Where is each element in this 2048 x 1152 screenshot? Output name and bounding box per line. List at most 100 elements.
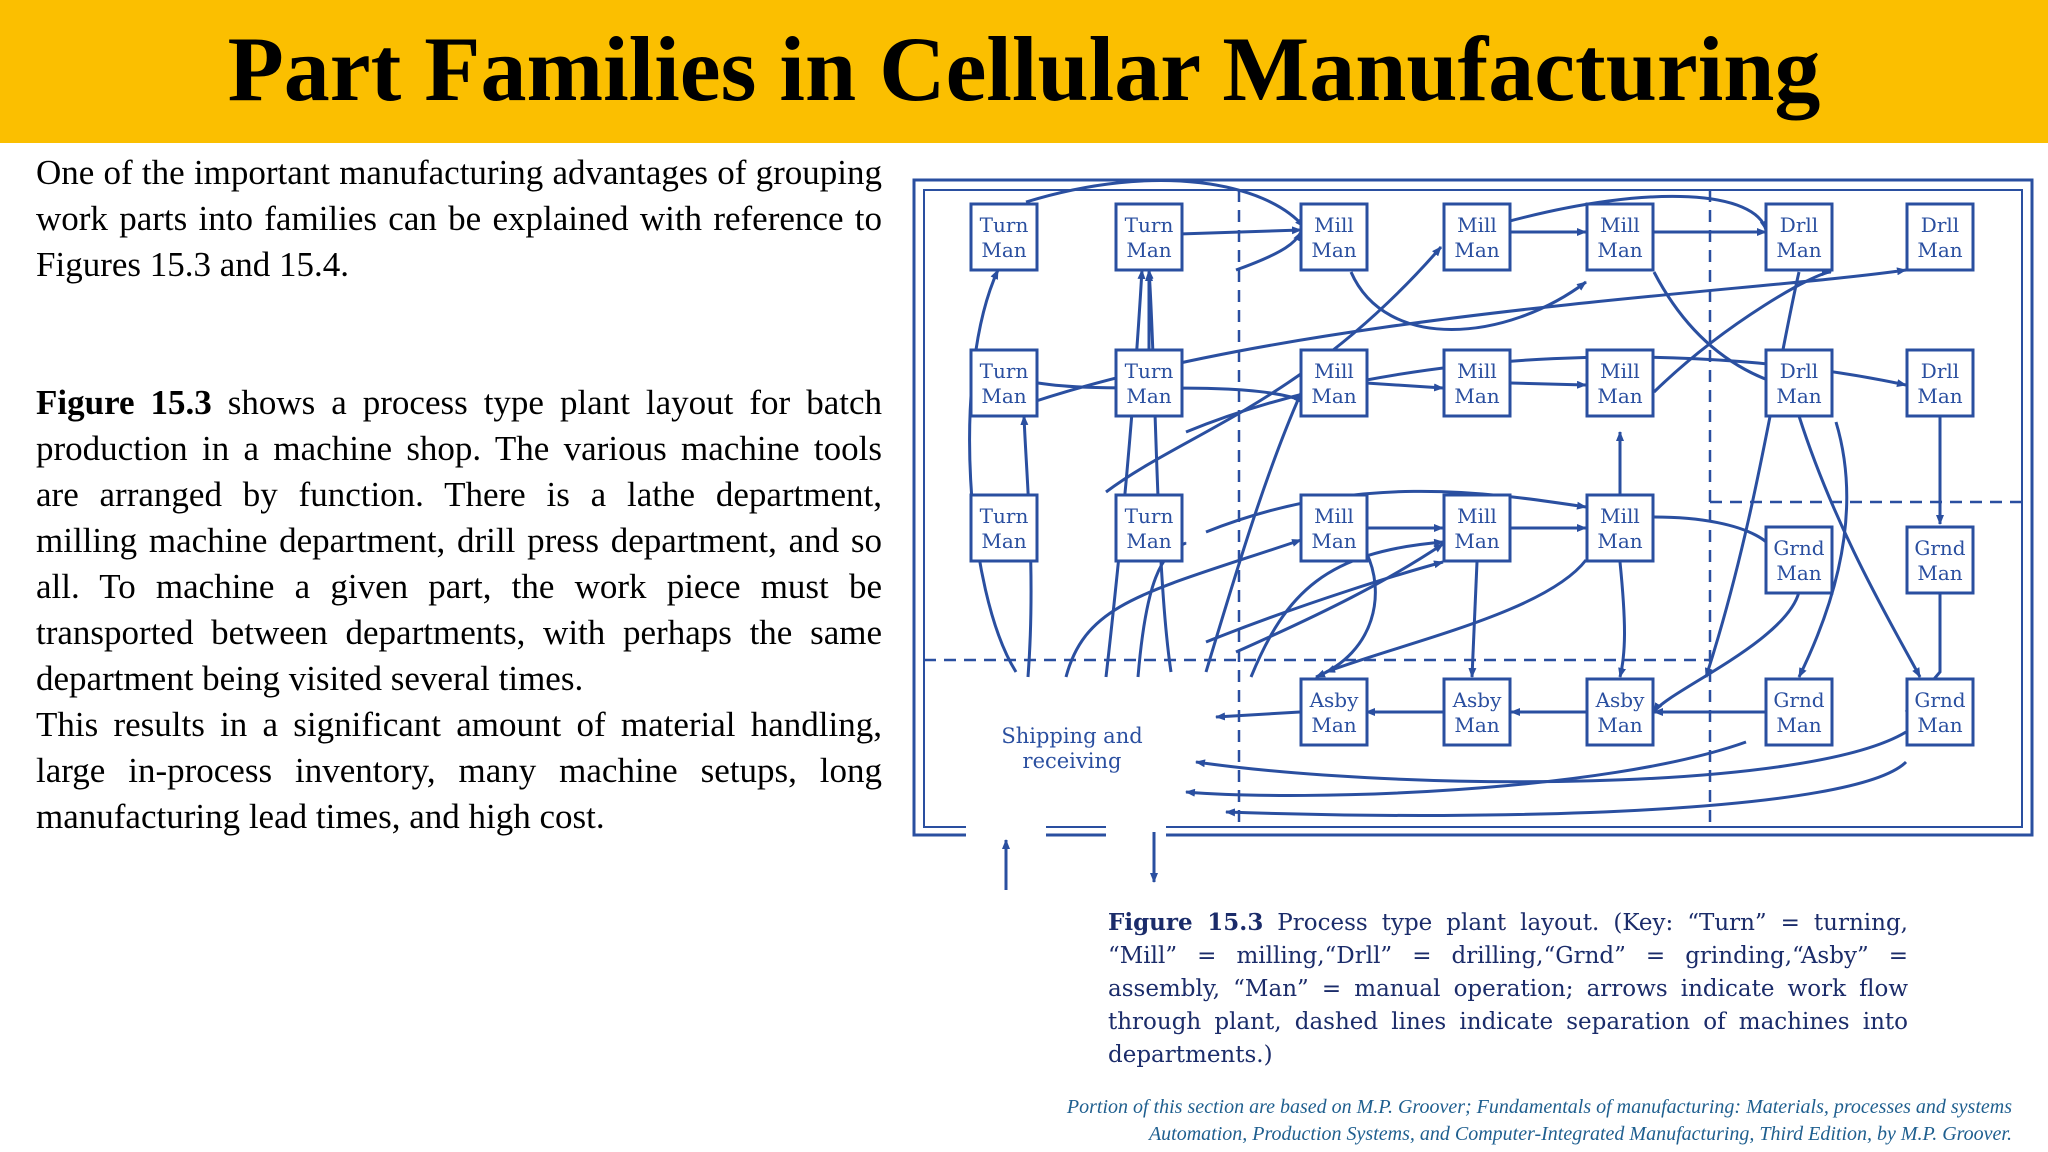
machine-label: Man xyxy=(1454,529,1499,553)
flow-arrow xyxy=(1195,730,1907,784)
machine-box xyxy=(1585,202,1655,272)
flow-arrow xyxy=(1704,271,1801,678)
machine-label: Drll xyxy=(1921,213,1959,237)
flow-arrow xyxy=(1105,246,1443,494)
machine-boxes: TurnManTurnManTurnManTurnManTurnManTurnM… xyxy=(969,202,1975,747)
flow-arrow xyxy=(1618,561,1626,678)
flow-arrow xyxy=(1249,538,1444,678)
flow-arrow xyxy=(1205,489,1587,534)
flow-arrow xyxy=(1064,538,1302,678)
machine-label: Mill xyxy=(1314,504,1354,528)
machine-label: Drll xyxy=(1780,359,1818,383)
machine-label: Man xyxy=(1454,713,1499,737)
machine-label: Mill xyxy=(1457,213,1497,237)
flow-arrow xyxy=(1349,271,1587,331)
machine-box xyxy=(969,202,1039,272)
machine-label: Turn xyxy=(980,504,1029,528)
machine-label: Grnd xyxy=(1773,536,1824,560)
source-citation: Portion of this section are based on M.P… xyxy=(1067,1094,2012,1148)
door-gap xyxy=(1106,812,1166,840)
machine-label: Man xyxy=(981,529,1026,553)
machine-box xyxy=(1905,348,1975,418)
machine-box xyxy=(1442,493,1512,563)
machine-box xyxy=(1764,348,1834,418)
machine-box xyxy=(1299,202,1369,272)
flow-arrow xyxy=(1505,194,1768,231)
flow-arrow xyxy=(1797,415,1922,678)
machine-label: Turn xyxy=(1125,359,1174,383)
machine-box xyxy=(1764,202,1834,272)
machine-label: Man xyxy=(1126,529,1171,553)
flow-arrow xyxy=(1178,226,1302,236)
machine-label: Turn xyxy=(980,359,1029,383)
machine-label: Man xyxy=(1776,384,1821,408)
machine-label: Man xyxy=(1776,713,1821,737)
machine-label: Man xyxy=(1917,561,1962,585)
paragraph-consequence: This results in a significant amount of … xyxy=(36,705,882,836)
machine-label: Man xyxy=(1311,384,1356,408)
flow-arrow xyxy=(1652,268,1832,394)
caption-figure-number: Figure 15.3 xyxy=(1108,909,1264,936)
machine-label: Grnd xyxy=(1773,688,1824,712)
machine-box xyxy=(1114,348,1184,418)
machine-label: Man xyxy=(1597,238,1642,262)
machine-label: Mill xyxy=(1314,213,1354,237)
machine-box xyxy=(1905,202,1975,272)
flow-arrow xyxy=(1136,541,1187,678)
machine-label: Grnd xyxy=(1914,688,1965,712)
paragraph-figure-text: shows a process type plant layout for ba… xyxy=(36,383,882,698)
body-text: One of the important manufacturing advan… xyxy=(36,150,882,840)
flow-arrow xyxy=(1325,559,1588,674)
machine-box xyxy=(1905,677,1975,747)
flow-arrow xyxy=(1215,710,1301,721)
machine-label: Turn xyxy=(980,213,1029,237)
machine-label: Man xyxy=(1776,238,1821,262)
caption-text: Process type plant layout. (Key: “Turn” … xyxy=(1108,910,1908,1068)
figure-caption: Figure 15.3 Process type plant layout. (… xyxy=(1108,906,1908,1072)
machine-label: Man xyxy=(1126,384,1171,408)
machine-label: Man xyxy=(1311,238,1356,262)
flow-arrow xyxy=(1365,381,1444,392)
flow-arrow xyxy=(1204,392,1303,673)
machine-box xyxy=(1442,677,1512,747)
paragraph-intro: One of the important manufacturing advan… xyxy=(36,153,882,284)
source-line-1: Portion of this section are based on M.P… xyxy=(1066,1096,2012,1118)
flow-arrow xyxy=(968,269,1018,673)
flow-arrow xyxy=(1468,561,1479,678)
machine-box xyxy=(1585,677,1655,747)
machine-label: Man xyxy=(1311,713,1356,737)
machine-label: Man xyxy=(1311,529,1356,553)
shipping-label-line1: Shipping and xyxy=(1001,724,1142,748)
plant-walls xyxy=(912,178,2034,837)
shipping-label-line2: receiving xyxy=(1023,749,1122,773)
machine-label: Man xyxy=(1597,529,1642,553)
machine-label: Man xyxy=(1126,238,1171,262)
machine-box xyxy=(1299,493,1369,563)
machine-box xyxy=(1764,677,1834,747)
machine-label: Man xyxy=(981,238,1026,262)
machine-box xyxy=(1299,677,1369,747)
flow-arrow xyxy=(1510,380,1587,389)
machine-label: Asby xyxy=(1309,688,1360,712)
machine-label: Grnd xyxy=(1914,536,1965,560)
machine-box xyxy=(1585,493,1655,563)
